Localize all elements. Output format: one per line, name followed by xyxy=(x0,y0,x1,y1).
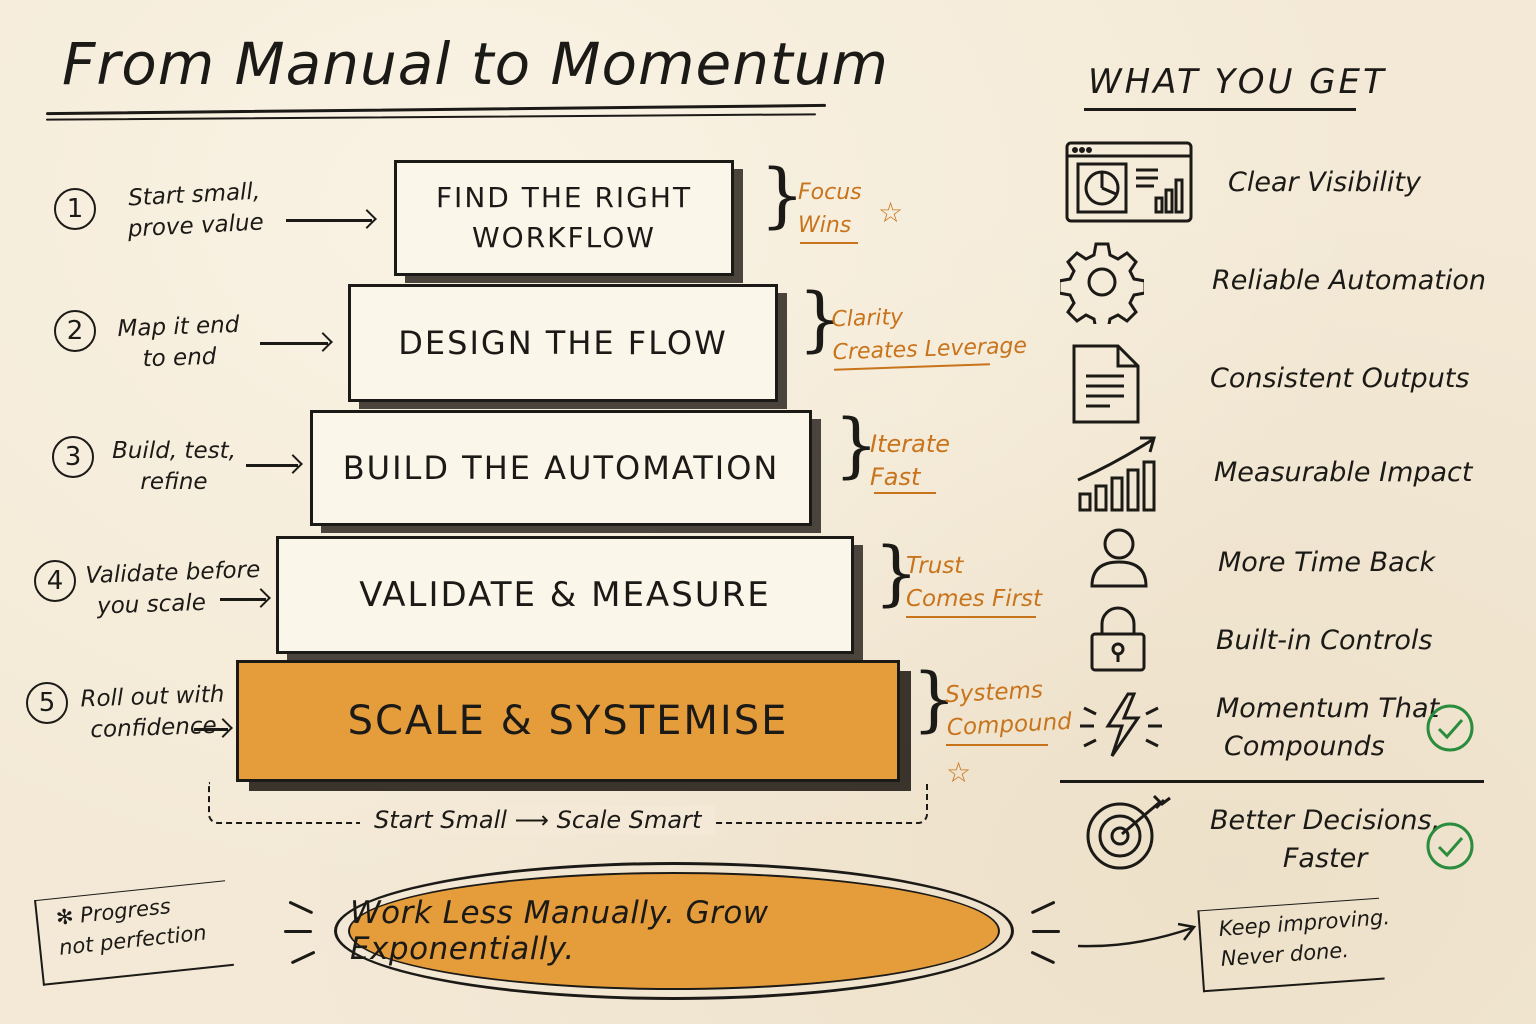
lock-icon xyxy=(1088,604,1148,674)
check-circle-icon xyxy=(1424,702,1476,754)
tag-1-underline xyxy=(800,242,858,244)
step-arrow-3 xyxy=(246,464,298,467)
emphasis-tick xyxy=(284,930,312,933)
brace-5: } xyxy=(912,658,957,740)
step-arrow-2 xyxy=(260,342,328,345)
tagline-text: Work Less Manually. Grow Exponentially. xyxy=(350,895,769,967)
benefit-reliable-automation: Reliable Automation xyxy=(1212,265,1487,296)
lightning-icon xyxy=(1076,690,1166,760)
emphasis-tick xyxy=(1032,930,1060,933)
step-number-3: 3 xyxy=(52,436,94,478)
what-you-get-underline xyxy=(1084,108,1356,111)
tag-4-underline xyxy=(906,616,1036,618)
step-note-2: Map it end to end xyxy=(103,309,255,376)
step-block-3: BUILD THE AUTOMATION xyxy=(310,410,812,526)
step-note-3-line1: Build, test, xyxy=(112,438,236,464)
step-block-5-line1: SCALE & SYSTEMISE xyxy=(347,698,789,744)
tag-4: Trust Comes First xyxy=(906,550,1042,616)
document-icon xyxy=(1070,342,1142,426)
step-number-4: 4 xyxy=(34,560,76,602)
step-number-5: 5 xyxy=(26,682,68,724)
benefit-clear-visibility: Clear Visibility xyxy=(1228,167,1421,198)
step-number-1: 1 xyxy=(54,188,96,230)
benefit-momentum-line2: Compounds xyxy=(1224,731,1385,762)
tagline-pill: Work Less Manually. Grow Exponentially. xyxy=(348,872,1000,990)
tag-1-line2: Wins xyxy=(798,213,852,238)
benefit-measurable-impact: Measurable Impact xyxy=(1214,457,1473,488)
what-you-get-title: WHAT YOU GET xyxy=(1088,62,1387,102)
benefit-better-decisions: Better Decisions, Faster xyxy=(1210,802,1440,878)
step-note-4-line1: Validate before xyxy=(85,556,261,589)
step-block-4: VALIDATE & MEASURE xyxy=(276,536,854,654)
gear-icon xyxy=(1060,240,1144,324)
tag-5: Systems Compound xyxy=(944,673,1073,745)
benefit-better-decisions-line2: Faster xyxy=(1282,843,1368,874)
step-block-3-line1: BUILD THE AUTOMATION xyxy=(342,449,780,487)
growth-chart-icon xyxy=(1074,434,1158,514)
dashboard-icon xyxy=(1064,140,1194,224)
path-label: Start Small ⟶ Scale Smart xyxy=(360,806,716,834)
step-note-1: Start small, prove value xyxy=(108,176,281,247)
tag-2: Clarity Creates Leverage xyxy=(831,297,1028,370)
benefit-momentum: Momentum That Compounds xyxy=(1216,690,1439,766)
tag-1: Focus Wins xyxy=(798,176,862,242)
step-block-2: DESIGN THE FLOW xyxy=(348,284,778,402)
step-note-2-line2: to end xyxy=(142,343,217,373)
step-note-2-line1: Map it end xyxy=(117,311,240,343)
tag-4-line1: Trust xyxy=(906,553,964,579)
tag-3-line2: Fast xyxy=(870,463,921,491)
benefit-momentum-line1: Momentum That xyxy=(1216,693,1440,724)
check-circle-icon xyxy=(1424,820,1476,872)
step-block-5: SCALE & SYSTEMISE xyxy=(236,660,900,782)
step-block-1-line2: WORKFLOW xyxy=(472,221,656,254)
tag-4-line2: Comes First xyxy=(906,586,1043,612)
benefit-better-decisions-line1: Better Decisions, xyxy=(1210,805,1441,836)
keep-improving-note: Keep improving. Never done. xyxy=(1197,897,1391,993)
tag-3-line1: Iterate xyxy=(870,430,951,458)
brace-4: } xyxy=(874,532,919,614)
step-note-4: Validate before you scale xyxy=(85,555,261,623)
step-block-1: FIND THE RIGHT WORKFLOW xyxy=(394,160,734,276)
step-note-3: Build, test, refine xyxy=(104,436,244,498)
star-icon: ☆ xyxy=(946,756,972,789)
step-note-3-line2: refine xyxy=(140,469,208,495)
benefit-more-time-back: More Time Back xyxy=(1218,547,1436,578)
tag-5-line2: Compound xyxy=(946,708,1073,742)
benefits-divider xyxy=(1060,780,1484,783)
benefit-consistent-outputs: Consistent Outputs xyxy=(1210,363,1470,394)
step-block-1-line1: FIND THE RIGHT xyxy=(435,181,693,214)
step-arrow-4 xyxy=(220,598,266,601)
tagline-outline xyxy=(334,862,1014,1000)
step-arrow-1 xyxy=(286,219,372,222)
brace-3: } xyxy=(834,404,879,486)
star-icon: ✻ xyxy=(54,903,82,931)
step-block-2-line1: DESIGN THE FLOW xyxy=(398,324,728,362)
benefit-built-in-controls: Built-in Controls xyxy=(1216,625,1433,656)
tag-5-underline xyxy=(946,744,1048,746)
step-arrow-5 xyxy=(194,728,228,731)
tag-2-line2: Creates Leverage xyxy=(832,333,1028,366)
brace-2: } xyxy=(798,278,843,360)
brace-1: } xyxy=(760,154,805,236)
tag-1-line1: Focus xyxy=(798,180,862,205)
target-icon xyxy=(1084,792,1174,872)
step-note-5: Roll out with confidence xyxy=(77,679,229,746)
step-number-2: 2 xyxy=(54,310,96,352)
tag-3-underline xyxy=(874,492,936,494)
step-block-4-line1: VALIDATE & MEASURE xyxy=(359,575,771,615)
tag-3: Iterate Fast xyxy=(870,428,950,494)
curved-arrow-icon xyxy=(1074,918,1200,958)
page-title: From Manual to Momentum xyxy=(62,30,889,98)
star-icon: ☆ xyxy=(878,196,904,229)
person-icon xyxy=(1088,526,1150,590)
step-note-4-line2: you scale xyxy=(96,589,207,620)
